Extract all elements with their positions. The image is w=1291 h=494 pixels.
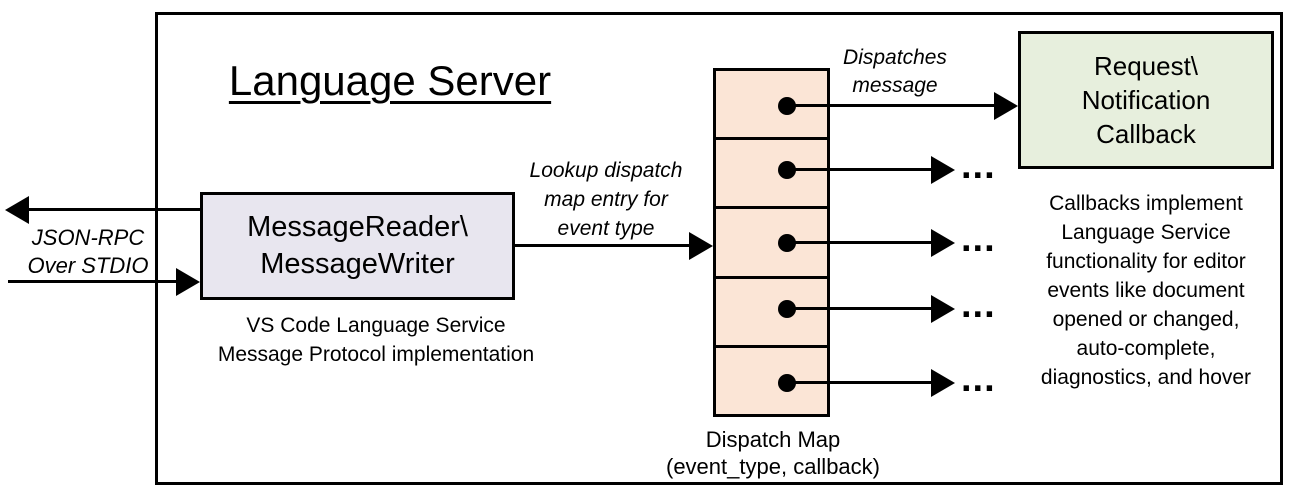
jsonrpc-label-line1: JSON-RPC bbox=[31, 225, 145, 250]
callback-box-line1: Request\ bbox=[1093, 51, 1199, 81]
more-callbacks-ellipsis: ... bbox=[961, 284, 996, 326]
dispatch-map-cell bbox=[716, 206, 827, 275]
dispatch-arrow-line bbox=[787, 381, 935, 384]
dispatch-map-cell bbox=[716, 275, 827, 345]
jsonrpc-stdio-label: JSON-RPC Over STDIO bbox=[4, 224, 172, 280]
reader-box-caption: VS Code Language Service Message Protoco… bbox=[190, 311, 562, 369]
reader-caption-line2: Message Protocol implementation bbox=[217, 343, 535, 366]
dispatch-map-caption-line1: Dispatch Map bbox=[705, 427, 841, 452]
more-callbacks-ellipsis: ... bbox=[961, 218, 996, 260]
dispatch-arrowhead-icon bbox=[931, 156, 955, 184]
callbacks-note-line: opened or changed, bbox=[1052, 308, 1240, 331]
dispatches-label-line2: message bbox=[852, 74, 938, 97]
lookup-arrow-line bbox=[515, 244, 693, 247]
jsonrpc-label-line2: Over STDIO bbox=[27, 253, 149, 278]
lookup-label-line2: map entry for bbox=[544, 188, 668, 211]
lookup-label-line1: Lookup dispatch bbox=[529, 159, 683, 182]
lookup-label-line3: event type bbox=[557, 217, 655, 240]
dispatches-message-label: Dispatches message bbox=[815, 44, 975, 100]
callbacks-note-line: events like document bbox=[1047, 279, 1245, 302]
dispatch-arrow-line bbox=[787, 168, 935, 171]
callbacks-note-line: functionality for editor bbox=[1046, 250, 1246, 273]
callbacks-note: Callbacks implement Language Service fun… bbox=[1014, 189, 1278, 392]
stdio-in-arrow-line bbox=[8, 280, 176, 283]
callback-box-line2: Notification bbox=[1081, 85, 1211, 115]
callbacks-note-line: auto-complete, bbox=[1076, 337, 1216, 360]
dispatch-map-cell bbox=[716, 137, 827, 206]
stdio-out-arrowhead-icon bbox=[5, 196, 29, 224]
diagram-title: Language Server bbox=[228, 57, 552, 104]
dispatch-arrowhead-icon bbox=[931, 295, 955, 323]
stdio-in-arrowhead-icon bbox=[176, 268, 200, 296]
lookup-label: Lookup dispatch map entry for event type bbox=[500, 156, 712, 243]
dispatch-arrowhead-icon bbox=[931, 229, 955, 257]
reader-box-line1: MessageReader\ bbox=[247, 211, 468, 243]
callbacks-note-line: Callbacks implement bbox=[1049, 192, 1243, 215]
dispatch-arrow-line bbox=[787, 307, 935, 310]
request-notification-callback-box: Request\ Notification Callback bbox=[1018, 31, 1274, 169]
reader-box-line2: MessageWriter bbox=[260, 248, 455, 280]
callback-box-line3: Callback bbox=[1096, 119, 1196, 149]
dispatches-label-line1: Dispatches bbox=[843, 46, 947, 69]
dispatch-map-caption-line2: (event_type, callback) bbox=[666, 454, 880, 479]
more-callbacks-ellipsis: ... bbox=[961, 358, 996, 400]
dispatch-map-cell bbox=[716, 344, 827, 414]
callbacks-note-line: Language Service bbox=[1061, 221, 1231, 244]
dispatch-arrowhead-icon bbox=[931, 369, 955, 397]
reader-caption-line1: VS Code Language Service bbox=[246, 314, 506, 337]
callbacks-note-line: diagnostics, and hover bbox=[1040, 366, 1252, 389]
stdio-out-arrow-line bbox=[27, 208, 200, 211]
dispatch-arrow-line bbox=[787, 241, 935, 244]
dispatch-map-caption: Dispatch Map (event_type, callback) bbox=[613, 426, 933, 480]
lookup-arrowhead-icon bbox=[689, 232, 713, 260]
dispatch-arrowhead-icon bbox=[994, 92, 1018, 120]
more-callbacks-ellipsis: ... bbox=[961, 145, 996, 187]
dispatch-arrow-line bbox=[787, 104, 998, 107]
message-reader-writer-box: MessageReader\ MessageWriter bbox=[200, 192, 515, 300]
